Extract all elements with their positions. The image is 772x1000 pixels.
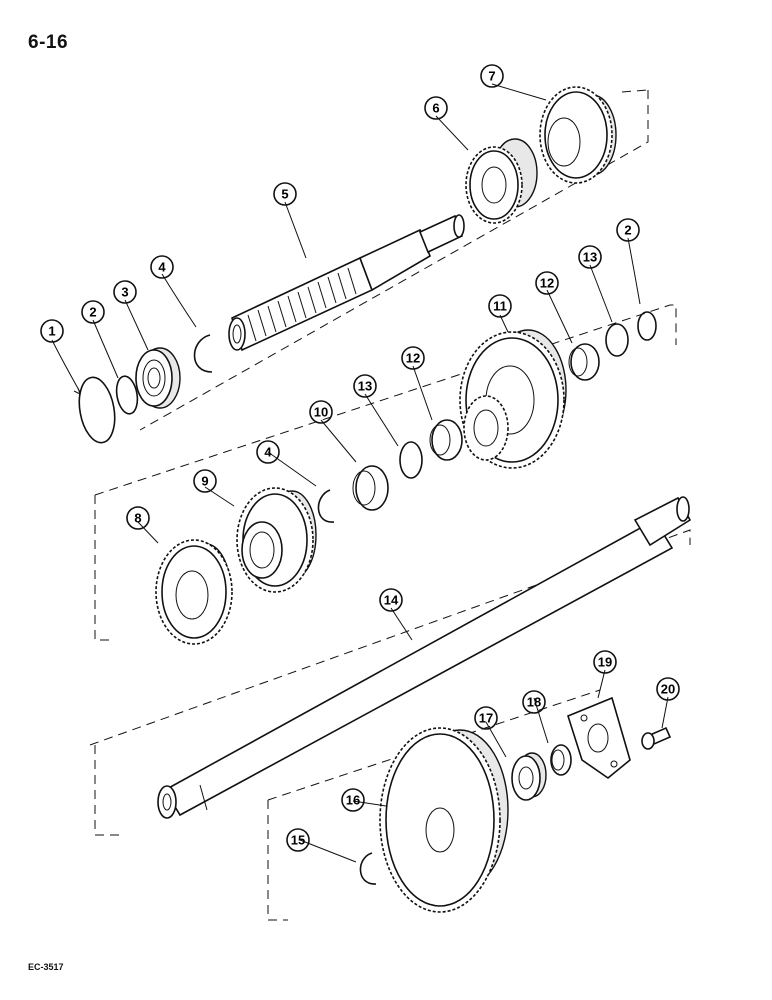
svg-text:12: 12 (406, 351, 420, 366)
callout-16: 16 (341, 788, 365, 812)
spacer-ring-middle (399, 441, 423, 479)
gear-with-hub (236, 487, 317, 593)
callout-13-right: 13 (578, 245, 602, 269)
bearing-cup (352, 465, 389, 511)
svg-text:6: 6 (432, 101, 439, 116)
callout-10: 10 (309, 400, 333, 424)
splined-shaft (228, 214, 465, 352)
ball-bearing (135, 347, 181, 409)
bearing-lower (511, 752, 547, 801)
svg-text:13: 13 (358, 379, 372, 394)
callout-14: 14 (379, 588, 403, 612)
gear-upper-right (539, 86, 617, 184)
snap-ring-small-left (115, 375, 139, 415)
svg-text:12: 12 (540, 276, 554, 291)
svg-text:8: 8 (134, 511, 141, 526)
callout-12-right: 12 (535, 271, 559, 295)
callout-3: 3 (113, 280, 137, 304)
callout-9: 9 (193, 469, 217, 493)
callout-20: 20 (656, 677, 680, 701)
callout-4-lower: 4 (256, 440, 280, 464)
snap-ring-upper (193, 334, 213, 373)
svg-text:11: 11 (493, 299, 507, 314)
svg-text:15: 15 (291, 833, 305, 848)
bushing-right (568, 343, 600, 381)
svg-text:18: 18 (527, 695, 541, 710)
gear-small-upper (465, 138, 538, 224)
callout-19: 19 (593, 650, 617, 674)
retainer-plate (567, 696, 631, 780)
lower-group-outline (89, 529, 691, 921)
callout-12-middle: 12 (401, 346, 425, 370)
spacer-ring-right (605, 323, 629, 357)
spacer-lower (550, 744, 572, 776)
svg-text:2: 2 (89, 305, 96, 320)
callout-5: 5 (273, 182, 297, 206)
middle-group-outline (94, 304, 677, 641)
svg-text:16: 16 (346, 793, 360, 808)
callout-4-upper: 4 (150, 255, 174, 279)
figure-code: EC-3517 (28, 962, 64, 972)
svg-text:10: 10 (314, 405, 328, 420)
cluster-gear-large (459, 329, 567, 469)
gear-large-lower (379, 727, 509, 913)
svg-text:4: 4 (158, 260, 166, 275)
callout-6: 6 (424, 96, 448, 120)
snap-ring-large (78, 376, 116, 444)
svg-text:2: 2 (624, 223, 631, 238)
svg-text:4: 4 (264, 445, 272, 460)
svg-text:9: 9 (201, 474, 208, 489)
callout-18: 18 (522, 690, 546, 714)
callout-1: 1 (40, 319, 64, 343)
svg-text:7: 7 (488, 69, 495, 84)
snap-ring-small-right (637, 311, 657, 341)
svg-text:13: 13 (583, 250, 597, 265)
callout-8: 8 (126, 506, 150, 530)
callout-15: 15 (286, 828, 310, 852)
svg-text:3: 3 (121, 285, 128, 300)
bushing-middle (429, 419, 463, 461)
svg-text:19: 19 (598, 655, 612, 670)
svg-text:17: 17 (479, 711, 493, 726)
callout-17: 17 (474, 706, 498, 730)
callout-7: 7 (480, 64, 504, 88)
svg-text:1: 1 (48, 324, 55, 339)
upper-group-outline (139, 89, 649, 431)
page-number: 6-16 (28, 32, 69, 53)
bolt (641, 726, 672, 750)
callout-2-right: 2 (616, 218, 640, 242)
snap-ring-lower (317, 489, 335, 523)
svg-text:14: 14 (384, 593, 399, 608)
gear-left (155, 539, 233, 645)
callout-11: 11 (488, 294, 512, 318)
svg-text:5: 5 (281, 187, 288, 202)
svg-text:20: 20 (661, 682, 675, 697)
callout-13-middle: 13 (353, 374, 377, 398)
long-shaft (157, 496, 692, 819)
callout-2-left: 2 (81, 300, 105, 324)
leader-lines (51, 83, 669, 863)
snap-ring-bottom (359, 852, 377, 885)
